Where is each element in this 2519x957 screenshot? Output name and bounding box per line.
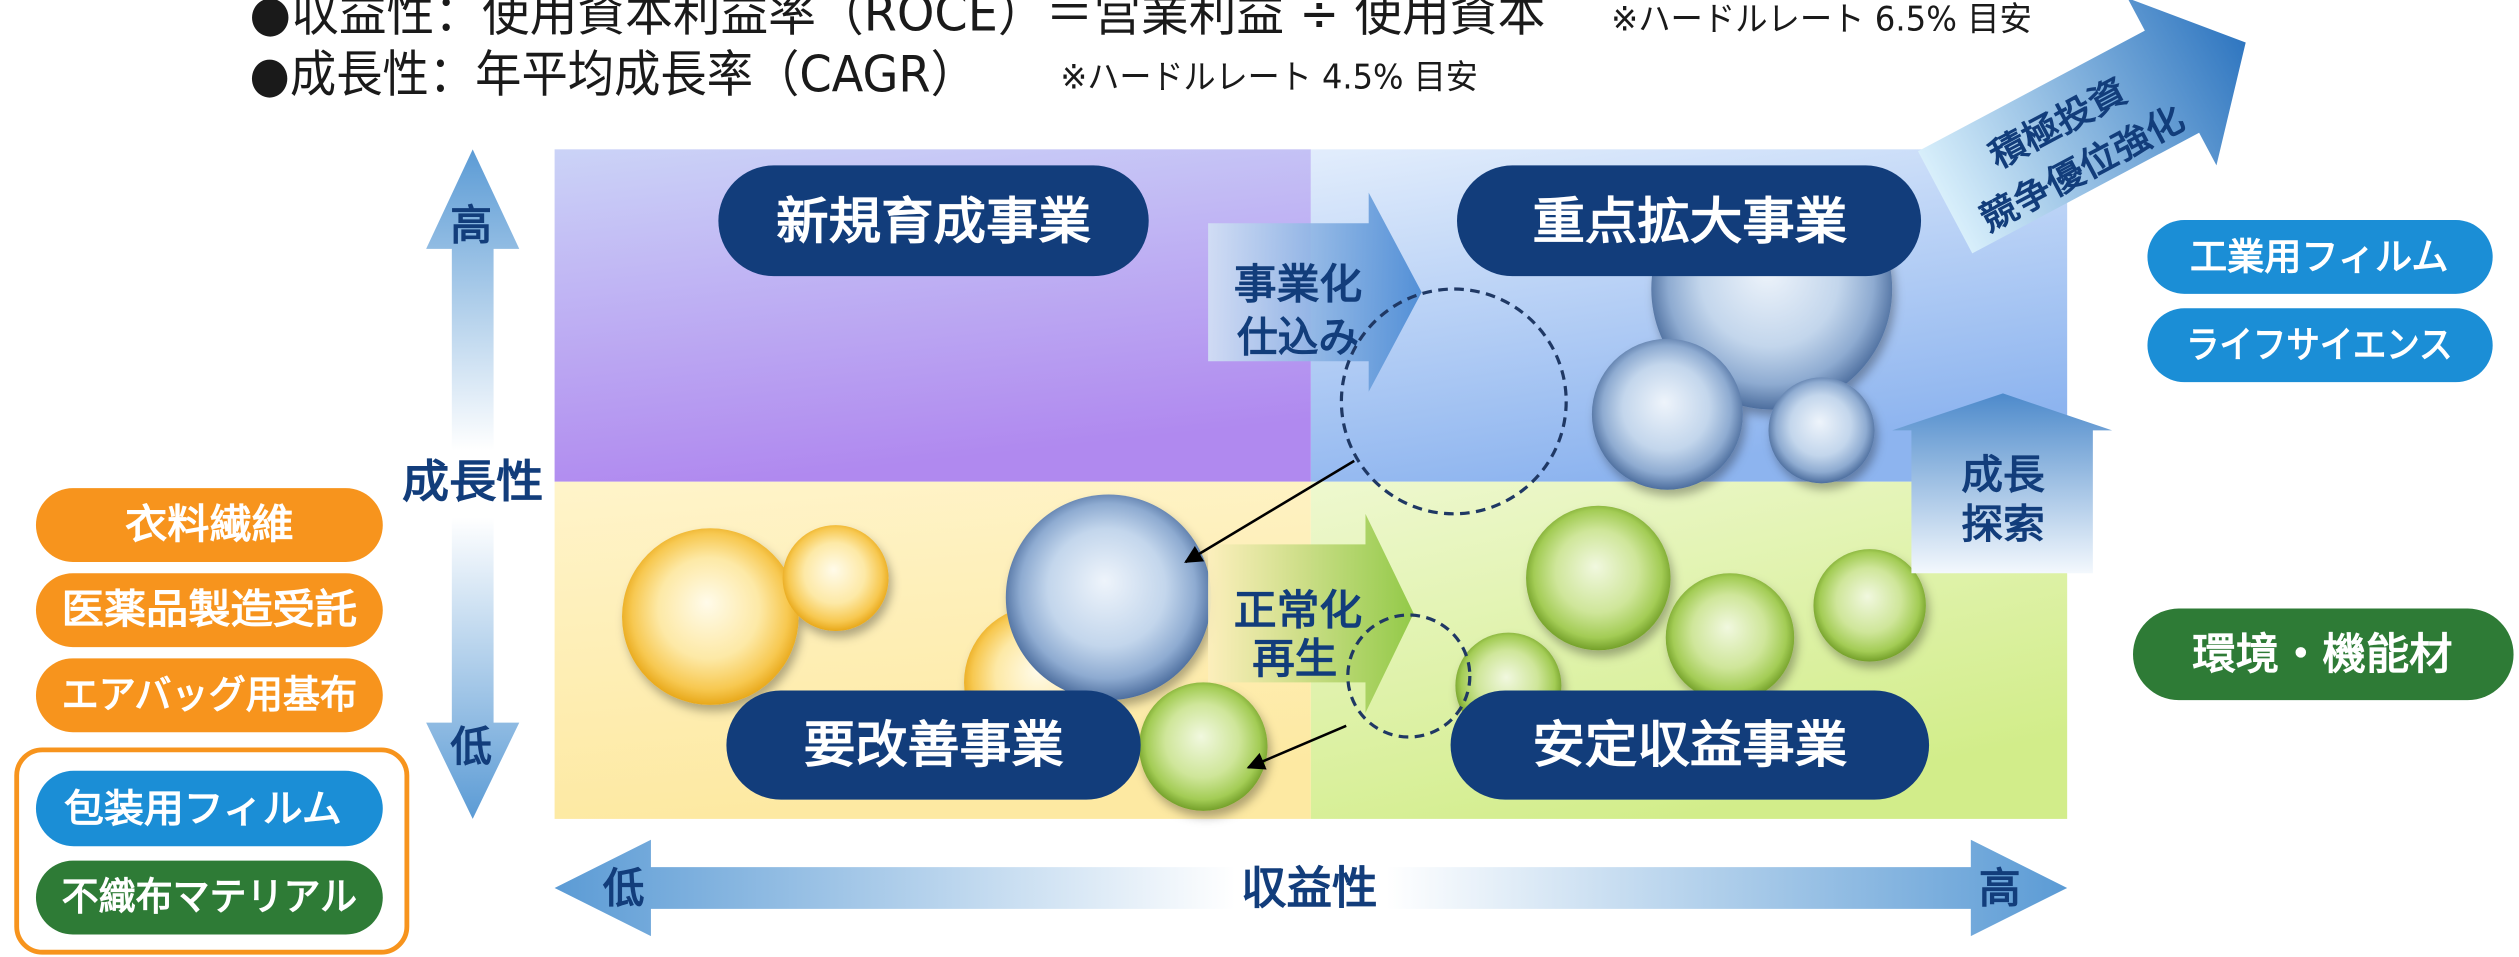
cagr-hurdle-note: ※ハードルレート 4.5% 目安 bbox=[1060, 57, 1477, 96]
x-axis-low-label: 低 bbox=[603, 863, 645, 912]
move-arrow-incubate-shape bbox=[1208, 192, 1422, 392]
sphere-yellow bbox=[782, 525, 889, 632]
x-axis-arrow bbox=[554, 839, 2068, 937]
segment-pill-label: 医薬品製造受託 bbox=[62, 587, 357, 633]
sphere-green bbox=[1813, 549, 1926, 662]
y-axis-title: 成長性 bbox=[402, 455, 543, 508]
quadrant-label-text: 安定収益事業 bbox=[1532, 716, 1847, 774]
quadrant-label-text: 新規育成事業 bbox=[776, 193, 1091, 251]
quadrant-label-text: 要改善事業 bbox=[803, 716, 1063, 774]
segment-pill-label: 不織布マテリアル bbox=[62, 875, 357, 920]
segment-pill-nonwoven-material: 不織布マテリアル bbox=[35, 860, 383, 935]
roce-criterion: ●収益性：使用資本利益率（ROCE）＝営業利益 ÷ 使用資本 bbox=[250, 0, 1546, 43]
move-arrow-normalize: 正常化 再生 bbox=[1208, 513, 1414, 713]
quadrant-label-pill bbox=[718, 165, 1149, 277]
segment-pill-packaging-film: 包装用フィルム bbox=[35, 770, 383, 847]
quadrant-label-needs-improvement: 要改善事業 bbox=[726, 690, 1141, 800]
sphere-green bbox=[1526, 505, 1671, 651]
y-axis: 高 成長性 低 bbox=[402, 149, 543, 819]
quadrant-label-pill bbox=[726, 690, 1141, 800]
quadrant-label-new-business: 新規育成事業 bbox=[718, 165, 1149, 277]
y-axis-high-label: 高 bbox=[450, 200, 492, 249]
move-arrow-invest-shape bbox=[1917, 0, 2246, 254]
segment-pill-airbag-fabric: エアバッグ用基布 bbox=[35, 658, 383, 733]
segment-pill-label: ライフサイエンス bbox=[2186, 324, 2453, 367]
left-segment-group: 包装用フィルム 不織布マテリアル bbox=[14, 747, 410, 955]
quadrant-label-priority-expansion: 重点拡大事業 bbox=[1457, 165, 1922, 277]
segment-pill-bg bbox=[35, 573, 383, 648]
segment-pill-bg bbox=[35, 770, 383, 847]
criteria-notes: ●収益性：使用資本利益率（ROCE）＝営業利益 ÷ 使用資本 ※ハードルレート … bbox=[250, 0, 2032, 104]
segment-pill-label: 衣料繊維 bbox=[125, 502, 294, 548]
x-axis-high-label: 高 bbox=[1979, 863, 2021, 912]
move-arrow-explore-growth-shape bbox=[1892, 393, 2113, 574]
sphere-blue bbox=[1591, 338, 1743, 490]
move-arrow-incubate-line2: 仕込み bbox=[1237, 313, 1359, 362]
connector-arrow bbox=[1184, 459, 1355, 564]
quadrant-label-pill bbox=[1450, 690, 1930, 800]
move-arrow-explore-growth-line1: 成長 bbox=[1961, 452, 2045, 498]
x-axis: 低 収益性 高 bbox=[554, 839, 2068, 937]
move-arrow-normalize-line2: 再生 bbox=[1252, 634, 1337, 683]
business-spheres bbox=[622, 168, 1926, 811]
sphere-blue bbox=[1005, 494, 1212, 701]
segment-pill-bg bbox=[35, 488, 383, 562]
segment-pill-bg bbox=[35, 658, 383, 733]
sphere-blue bbox=[1768, 377, 1875, 484]
y-axis-arrow bbox=[426, 149, 520, 819]
y-axis-low-label: 低 bbox=[450, 722, 492, 771]
dashed-circle-incubation bbox=[1339, 287, 1568, 516]
roce-hurdle-note: ※ハードルレート 6.5% 目安 bbox=[1611, 0, 2032, 39]
move-arrow-normalize-line1: 正常化 bbox=[1234, 586, 1362, 635]
segment-pill-bg bbox=[35, 860, 383, 935]
segment-pill-life-science: ライフサイエンス bbox=[2147, 308, 2493, 383]
segment-pill-pharma-cmo: 医薬品製造受託 bbox=[35, 573, 383, 648]
segment-pill-apparel-fiber: 衣料繊維 bbox=[35, 488, 383, 562]
left-segment-list: 衣料繊維 医薬品製造受託 エアバッグ用基布 bbox=[35, 488, 383, 733]
cagr-criterion: ●成長性：年平均成長率（CAGR） bbox=[250, 46, 977, 104]
segment-pill-label: 環境・機能材 bbox=[2192, 630, 2452, 680]
segment-pill-environment-functional: 環境・機能材 bbox=[2133, 608, 2514, 701]
quadrant-label-text: 重点拡大事業 bbox=[1532, 193, 1847, 251]
sphere-green bbox=[1665, 573, 1795, 702]
quadrant-label-pill bbox=[1457, 165, 1922, 277]
right-segment-list: 工業用フィルム ライフサイエンス 環境・機能材 bbox=[2133, 219, 2514, 701]
quadrant-label-stable-earnings: 安定収益事業 bbox=[1450, 690, 1930, 800]
sphere-yellow bbox=[622, 528, 799, 705]
segment-pill-bg bbox=[2147, 308, 2493, 383]
segment-pill-label: 工業用フィルム bbox=[2190, 235, 2449, 278]
segment-pill-label: 包装用フィルム bbox=[64, 787, 342, 832]
sphere-green bbox=[1139, 682, 1268, 811]
move-arrow-explore-growth-line2: 探索 bbox=[1961, 502, 2044, 548]
connector-arrow bbox=[1246, 724, 1347, 770]
segment-pill-bg bbox=[2133, 608, 2514, 701]
move-arrow-explore-growth: 成長 探索 bbox=[1892, 393, 2113, 574]
segment-pill-bg bbox=[2147, 219, 2493, 294]
x-axis-title: 収益性 bbox=[1241, 861, 1377, 914]
segment-pill-industrial-film: 工業用フィルム bbox=[2147, 219, 2493, 294]
segment-pill-label: エアバッグ用基布 bbox=[62, 673, 357, 718]
move-arrow-incubate-line1: 事業化 bbox=[1234, 260, 1362, 309]
move-arrow-incubate: 事業化 仕込み bbox=[1208, 192, 1422, 392]
move-arrow-normalize-shape bbox=[1208, 513, 1414, 713]
